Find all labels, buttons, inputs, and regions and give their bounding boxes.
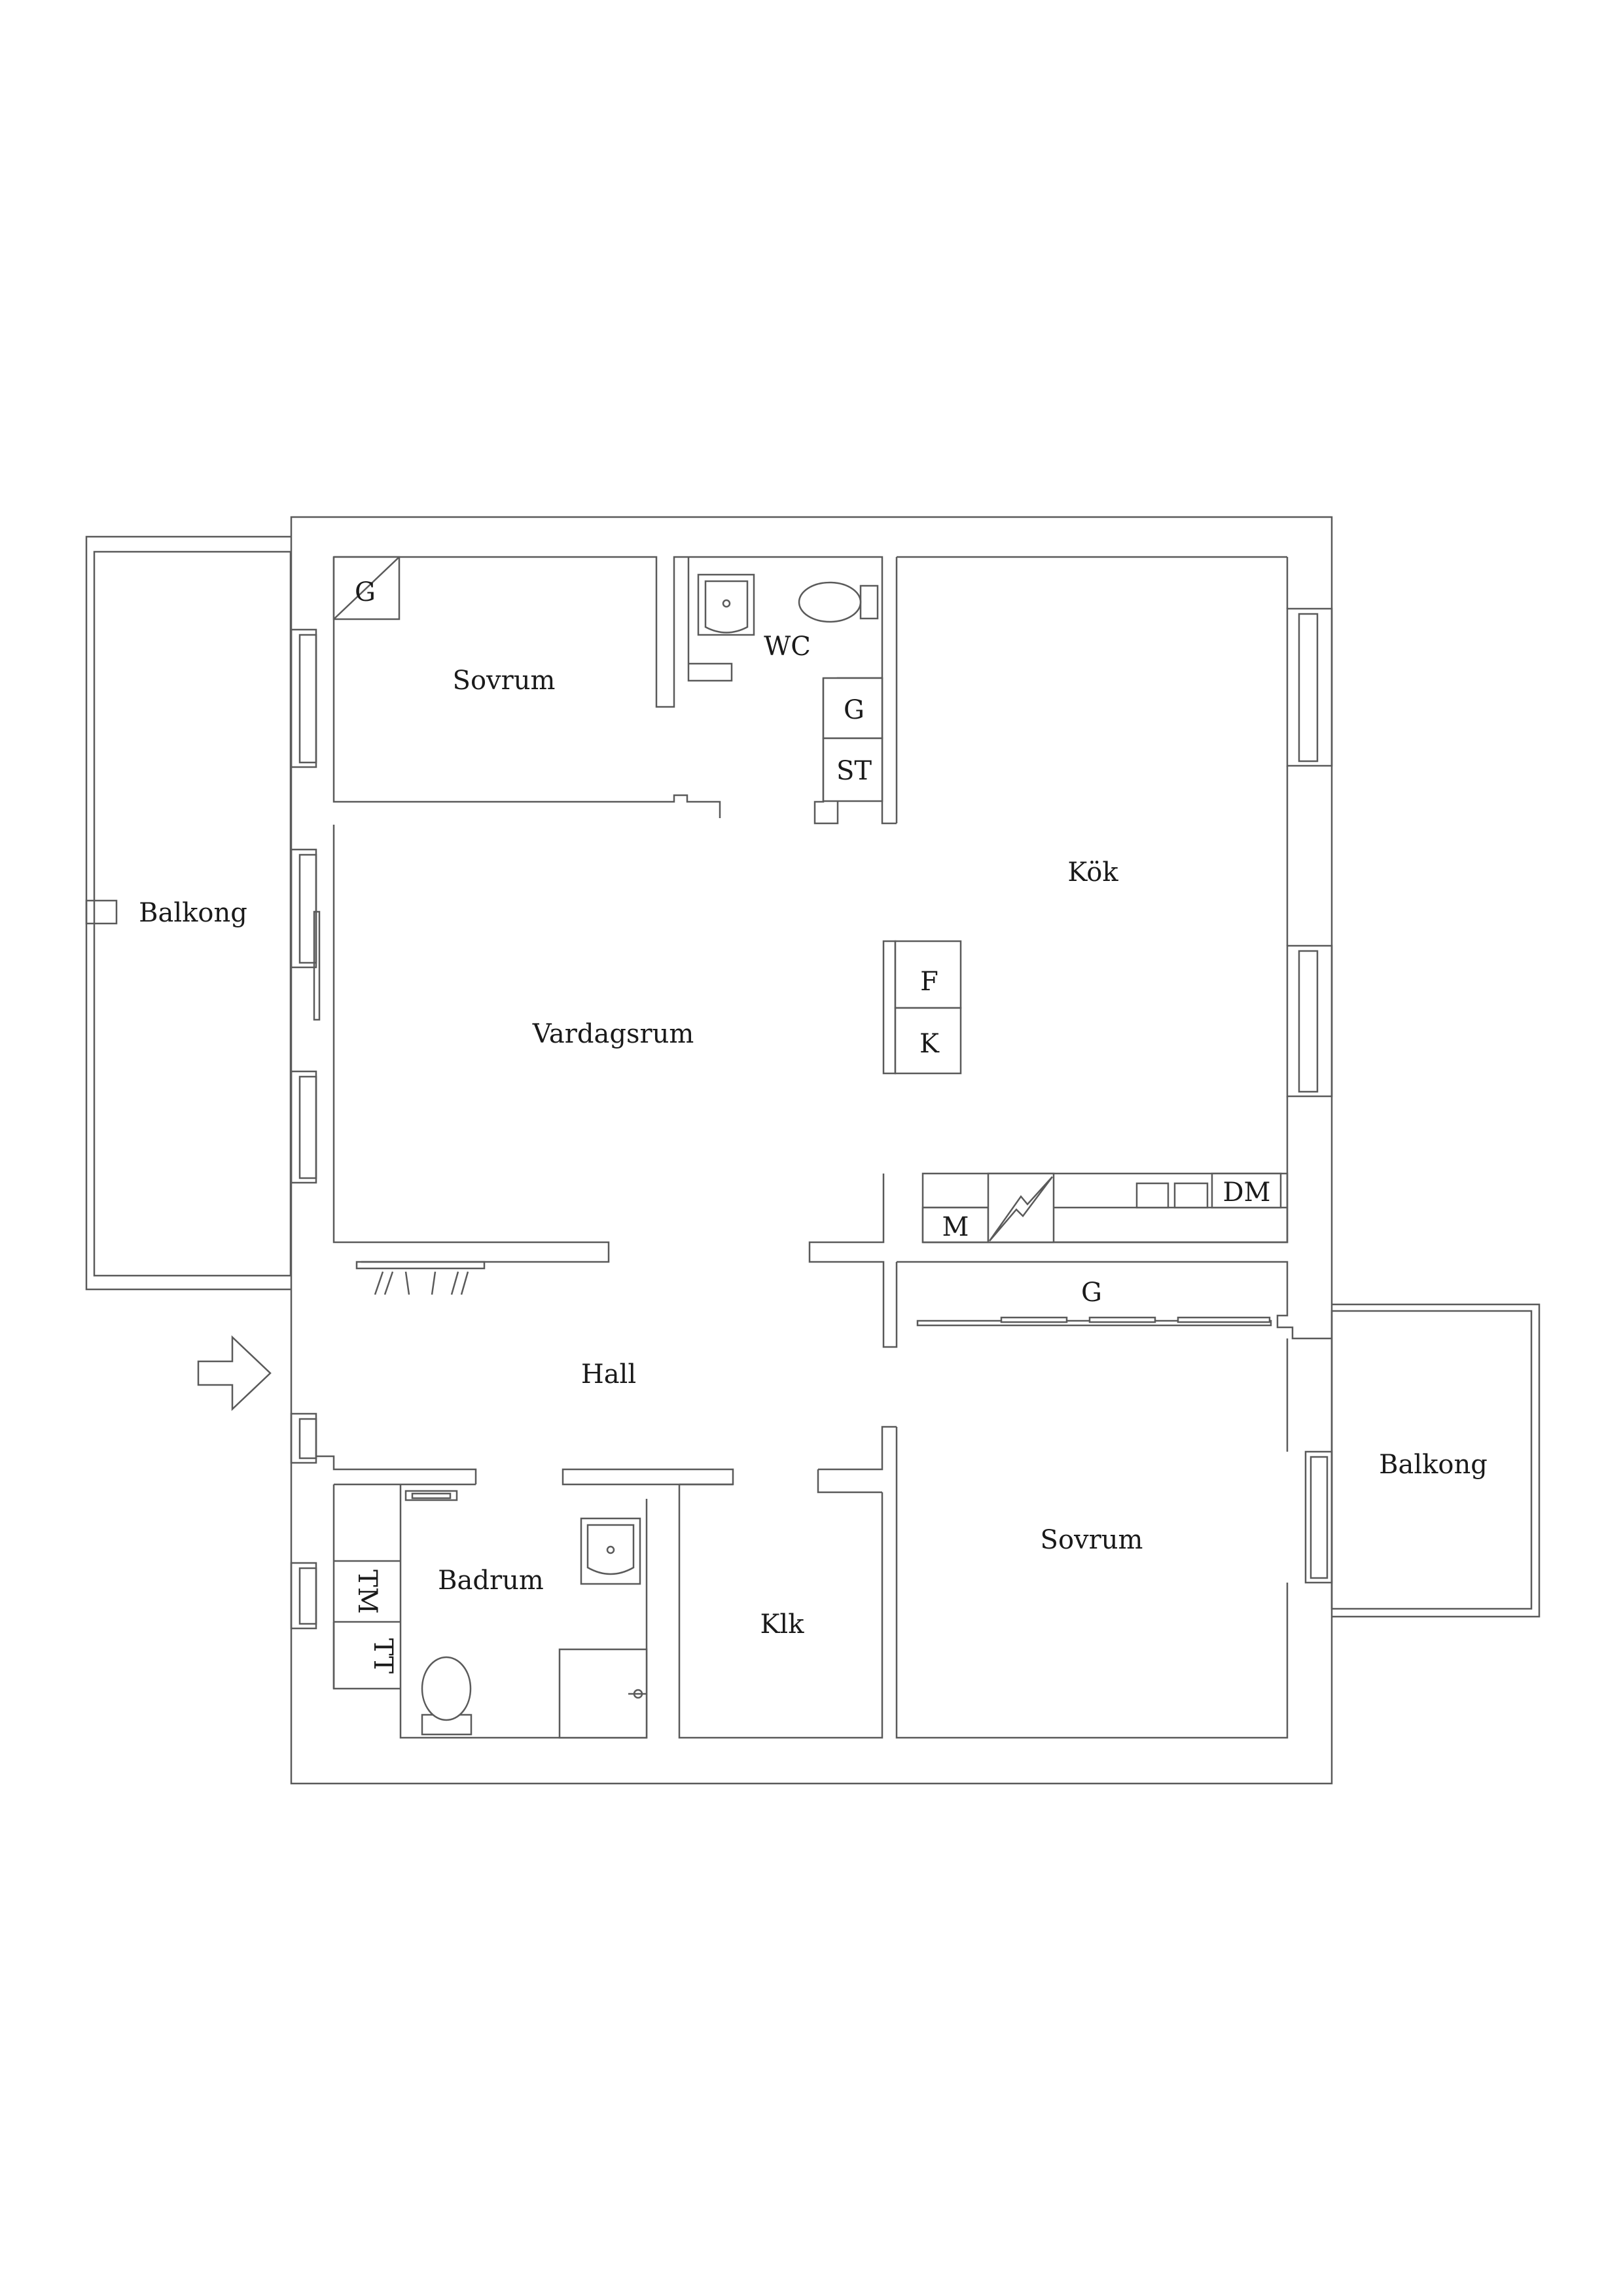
closet-st (822, 737, 883, 802)
label-hall: Hall (581, 1359, 636, 1390)
dishwasher (1211, 1172, 1282, 1209)
label-sovrum-north: Sovrum (453, 666, 556, 696)
label-sovrum-south: Sovrum (1041, 1525, 1143, 1555)
counter-box-2 (1173, 1182, 1209, 1209)
label-vardagsrum: Vardagsrum (532, 1019, 694, 1049)
label-st: ST (836, 756, 872, 786)
stove-icon (987, 1172, 1055, 1244)
label-g-closet: G (844, 695, 865, 725)
label-kok: Kök (1067, 857, 1118, 888)
closet-g-sovrum (332, 556, 401, 620)
counter-box-1 (1135, 1182, 1169, 1209)
label-balkong-east: Balkong (1379, 1450, 1488, 1480)
toilet-icon (798, 581, 879, 623)
bathroom-sink-icon (580, 1517, 641, 1585)
interior-walls (316, 556, 1332, 1739)
bathroom-toilet-icon (421, 1656, 473, 1736)
bathroom-heater (404, 1490, 458, 1501)
label-f: F (920, 967, 938, 997)
label-badrum: Badrum (438, 1566, 544, 1596)
shower (558, 1648, 648, 1739)
fridge-freezer (882, 940, 962, 1075)
windows (290, 607, 1333, 1630)
sink-icon (697, 573, 755, 636)
label-balkong-west: Balkong (139, 898, 247, 928)
wardrobe-doors (916, 1316, 1272, 1327)
label-wc: WC (764, 632, 811, 662)
label-tt: TT (368, 1638, 398, 1674)
closet-g (822, 677, 883, 740)
coat-rack (374, 1271, 469, 1295)
label-dm: DM (1222, 1177, 1270, 1208)
label-tm: TM (352, 1570, 382, 1614)
microwave (921, 1206, 990, 1244)
label-g-wardrobe: G (1081, 1278, 1102, 1308)
entrance-arrow-icon (197, 1335, 272, 1411)
label-g-sovrum: G (355, 577, 376, 607)
label-m: M (942, 1212, 969, 1242)
label-klk: Klk (760, 1609, 805, 1640)
label-k: K (919, 1029, 940, 1059)
